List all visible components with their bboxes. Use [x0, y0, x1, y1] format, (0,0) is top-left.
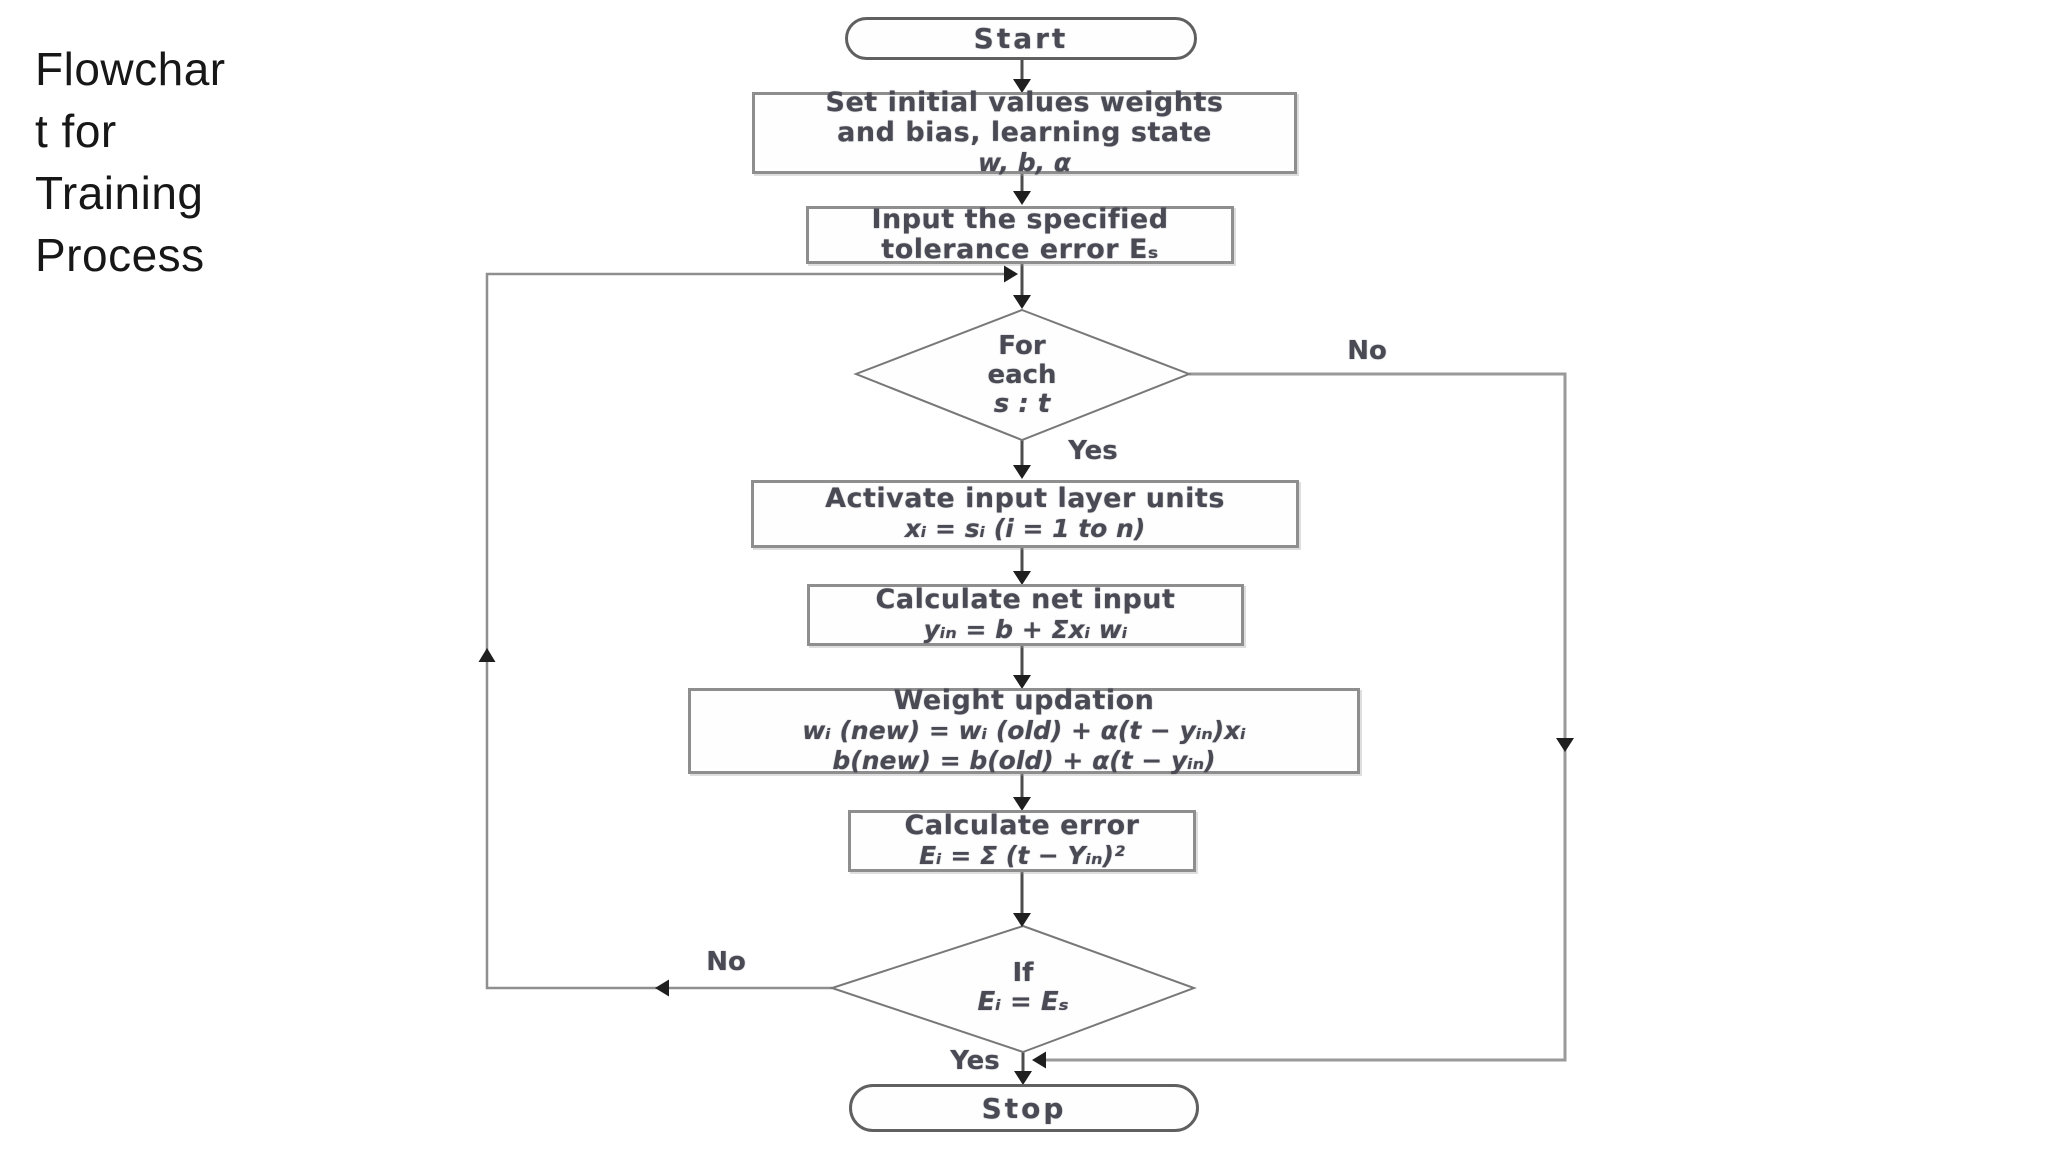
start-label: Start: [973, 22, 1069, 55]
calculate-error-formula: Eᵢ = Σ (t − Yᵢₙ)²: [919, 841, 1125, 870]
error-no-label: No: [706, 947, 746, 977]
weight-update-line: Weight updation: [893, 685, 1155, 716]
error-decision-line: If: [1012, 958, 1034, 988]
init-values-formula: w, b, α: [978, 148, 1071, 177]
error-decision-condition: Eᵢ = Eₛ: [977, 987, 1069, 1017]
arrowhead-down-icon: [1556, 738, 1574, 752]
init-values-line: and bias, learning state: [837, 117, 1212, 148]
arrowhead-down-icon: [1013, 79, 1031, 93]
activate-units-box: Activate input layer units xᵢ = sᵢ (i = …: [751, 480, 1299, 548]
arrowhead-down-icon: [1013, 797, 1031, 811]
tolerance-error-box: Input the specified tolerance error Eₛ: [806, 204, 1234, 265]
stop-label: Stop: [981, 1091, 1067, 1125]
net-input-line: Calculate net input: [875, 584, 1176, 615]
stop-terminal: Stop: [849, 1084, 1199, 1132]
arrowhead-up-icon: [478, 648, 496, 662]
weight-update-formula: wᵢ (new) = wᵢ (old) + α(t − yᵢₙ)xᵢ: [802, 716, 1246, 745]
page-title-line: Process: [35, 229, 205, 281]
foreach-decision-text: For each s : t: [947, 325, 1097, 425]
init-values-line: Set initial values weights: [825, 87, 1224, 118]
arrowhead-right-icon: [1004, 265, 1018, 283]
arrowhead-down-icon: [1013, 295, 1031, 309]
activate-units-formula: xᵢ = sᵢ (i = 1 to n): [904, 514, 1146, 543]
net-input-formula: yᵢₙ = b + Σxᵢ wᵢ: [923, 615, 1128, 644]
arrowhead-down-icon: [1013, 913, 1031, 927]
page-title: Flowchar t for Training Process: [35, 38, 335, 286]
bias-update-formula: b(new) = b(old) + α(t − yᵢₙ): [832, 746, 1216, 775]
no-loop-right-line: [1036, 372, 1567, 1062]
page-title-line: Training: [35, 167, 204, 219]
activate-units-line: Activate input layer units: [825, 483, 1225, 514]
error-decision-diamond: [828, 924, 1197, 1054]
arrowhead-down-icon: [1013, 571, 1031, 585]
tolerance-error-line: Input the specified: [871, 204, 1169, 235]
start-terminal: Start: [845, 17, 1197, 60]
arrowhead-down-icon: [1013, 465, 1031, 479]
calculate-error-line: Calculate error: [904, 810, 1140, 841]
error-yes-label: Yes: [950, 1046, 1000, 1076]
page-title-line: Flowchar: [35, 43, 226, 95]
foreach-no-label: No: [1347, 336, 1387, 366]
tolerance-error-line: tolerance error Eₛ: [881, 234, 1159, 265]
foreach-decision-diamond: [853, 308, 1192, 442]
init-values-box: Set initial values weights and bias, lea…: [752, 88, 1297, 177]
net-input-box: Calculate net input yᵢₙ = b + Σxᵢ wᵢ: [807, 584, 1244, 646]
arrowhead-left-icon: [655, 979, 669, 997]
page-title-line: t for: [35, 105, 117, 157]
arrowhead-down-icon: [1013, 675, 1031, 689]
foreach-decision-line: For: [998, 330, 1046, 361]
weight-update-box: Weight updation wᵢ (new) = wᵢ (old) + α(…: [688, 685, 1360, 775]
foreach-decision-line: each: [987, 359, 1057, 390]
foreach-yes-label: Yes: [1068, 436, 1118, 466]
arrowhead-left-icon: [1032, 1051, 1046, 1069]
foreach-decision-condition: s : t: [993, 388, 1051, 419]
calculate-error-box: Calculate error Eᵢ = Σ (t − Yᵢₙ)²: [848, 810, 1196, 872]
arrowhead-down-icon: [1013, 191, 1031, 205]
error-decision-text: If Eᵢ = Eₛ: [928, 952, 1118, 1024]
arrowhead-down-icon: [1014, 1071, 1032, 1085]
